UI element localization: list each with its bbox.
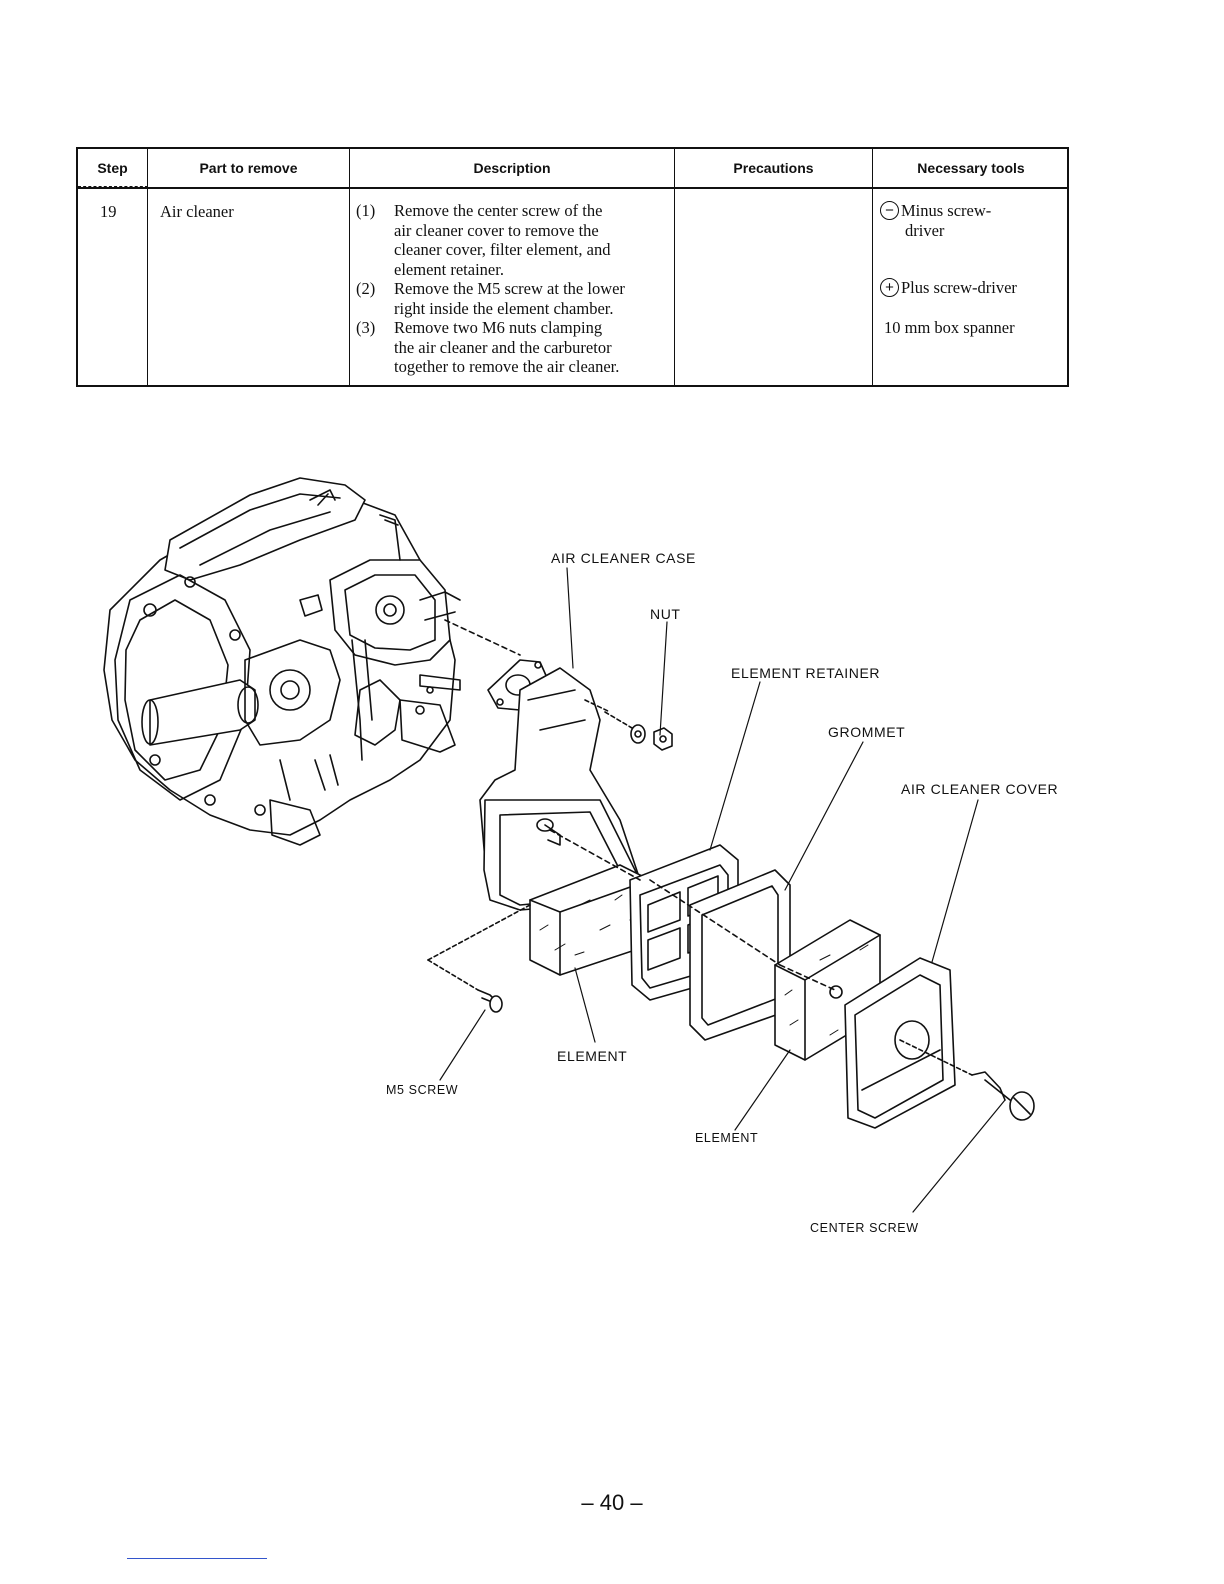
description-line: air cleaner cover to remove the [394, 220, 599, 240]
leader-lines [439, 567, 1006, 1213]
description-item-number: (1) [356, 201, 376, 220]
tool-text: driver [905, 220, 945, 240]
description-list: (1) Remove the center screw of the air c… [356, 201, 671, 377]
tool-plus-screwdriver: + Plus screw-driver [880, 278, 1065, 298]
label-m5-screw: M5 SCREW [386, 1083, 459, 1097]
description-item-number: (2) [356, 279, 376, 298]
column-divider [349, 149, 350, 385]
tool-text: Plus screw-driver [901, 278, 1017, 297]
label-grommet: GROMMET [828, 724, 906, 740]
minus-icon: − [880, 201, 899, 220]
description-item: (2) Remove the M5 screw at the lower rig… [356, 279, 671, 318]
tool-minus-screwdriver: − Minus screw- driver [880, 201, 1065, 240]
label-center-screw: CENTER SCREW [810, 1221, 919, 1235]
label-air-cleaner-case: AIR CLEANER CASE [551, 550, 696, 566]
description-item: (1) Remove the center screw of the air c… [356, 201, 671, 279]
description-line: Remove the center screw of the [394, 201, 603, 220]
label-element-lower: ELEMENT [695, 1131, 759, 1145]
page-number: – 40 – [581, 1490, 643, 1515]
air-cleaner-case-illustration [479, 667, 641, 911]
header-necessary-tools: Necessary tools [917, 160, 1025, 176]
plus-icon: + [880, 278, 899, 297]
column-divider [872, 149, 873, 385]
description-line: together to remove the air cleaner. [394, 357, 620, 376]
tool-text: Minus screw- [901, 201, 992, 220]
air-cleaner-cover-illustration [844, 957, 956, 1129]
label-element-center: ELEMENT [557, 1048, 628, 1064]
description-line: the air cleaner and the carburetor [394, 337, 612, 357]
element-foam-illustration [529, 864, 651, 976]
step-dashed-rule [78, 186, 148, 187]
column-divider [147, 149, 148, 385]
description-line: element retainer. [394, 259, 504, 279]
description-line: Remove the M5 screw at the lower [394, 279, 625, 298]
nut-and-washer-illustration [604, 711, 673, 751]
header-part-to-remove: Part to remove [199, 160, 298, 176]
header-step: Step [97, 160, 128, 176]
header-precautions: Precautions [733, 160, 814, 176]
part-name: Air cleaner [160, 202, 234, 221]
table-header-row [78, 149, 1067, 189]
label-nut: NUT [650, 606, 681, 622]
gasket-illustration [487, 659, 549, 711]
alignment-lines [444, 619, 836, 991]
element-retainer-illustration [629, 844, 739, 1001]
procedure-table: Step Part to remove Description Precauti… [76, 147, 1069, 387]
tools-list: − Minus screw- driver + Plus screw-drive… [880, 201, 1065, 337]
element-rear-foam-illustration [774, 919, 881, 1061]
label-air-cleaner-cover: AIR CLEANER COVER [901, 781, 1059, 797]
description-item: (3) Remove two M6 nuts clamping the air … [356, 318, 671, 377]
description-item-number: (3) [356, 318, 376, 337]
description-line: right inside the element chamber. [394, 298, 614, 318]
description-line: cleaner cover, filter element, and [394, 240, 611, 259]
column-divider [674, 149, 675, 385]
grommet-illustration [689, 869, 791, 1041]
tool-text: 10 mm box spanner [884, 317, 1015, 337]
footer-rule [127, 1558, 267, 1559]
label-element-retainer: ELEMENT RETAINER [731, 665, 881, 681]
header-description: Description [473, 160, 551, 176]
step-number: 19 [100, 202, 117, 221]
center-screw-illustration [899, 1039, 1035, 1121]
tool-box-spanner: 10 mm box spanner [880, 318, 1065, 338]
description-line: Remove two M6 nuts clamping [394, 318, 603, 337]
engine-illustration [103, 477, 461, 846]
m5-screw-illustration [427, 904, 531, 1013]
